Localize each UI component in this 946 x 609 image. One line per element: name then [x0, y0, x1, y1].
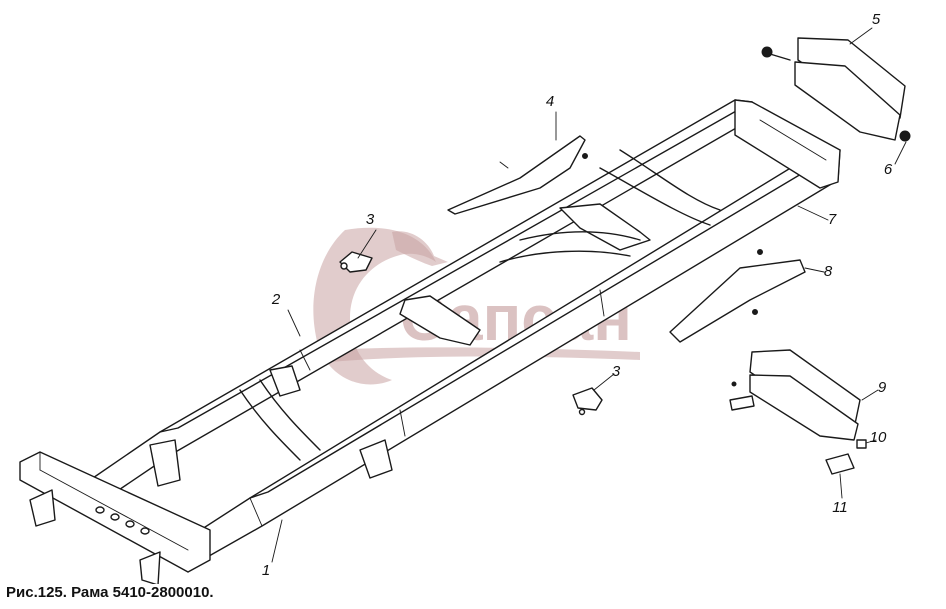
- part-9-bracket: [729, 349, 861, 441]
- callout-leader-3a: [357, 229, 377, 259]
- callout-number-10: 10: [870, 429, 887, 446]
- callout-number-1: 1: [262, 562, 270, 579]
- callout-number-3a: 3: [366, 211, 375, 228]
- frame-assembly: [19, 99, 841, 584]
- part-5-bracket: [761, 37, 906, 141]
- tow-hook: [29, 489, 56, 527]
- part-3-lower-bracket: [572, 387, 603, 416]
- callout-leader-10: [865, 439, 877, 444]
- callout-number-7: 7: [828, 211, 837, 228]
- callout-leader-3b: [593, 373, 615, 391]
- callout-leader-7: [797, 205, 829, 221]
- rear-cross-member: [734, 99, 841, 189]
- part-6-nut: [899, 130, 911, 142]
- callout-number-3b: 3: [612, 363, 621, 380]
- callout-leader-9: [861, 389, 879, 401]
- cross-member-mid-2: [399, 295, 481, 346]
- callouts: 1 2 3 3 4 5 6 7 8 9 10 11: [262, 11, 907, 579]
- part-4-gusset: [447, 135, 588, 215]
- spring-bracket: [269, 365, 301, 397]
- callout-leader-8: [804, 267, 825, 273]
- callout-leader-11: [839, 473, 843, 499]
- part-10-bolt: [856, 439, 867, 449]
- callout-number-4: 4: [546, 93, 554, 110]
- side-bracket: [149, 439, 181, 487]
- left-side-member: [184, 149, 841, 561]
- callout-leader-5: [849, 27, 873, 45]
- front-bracket: [359, 439, 393, 479]
- callout-number-2: 2: [271, 291, 281, 308]
- callout-number-8: 8: [824, 263, 833, 280]
- part-8-gusset: [669, 249, 806, 343]
- frame-diagram: Сапсан: [19, 11, 911, 584]
- callout-leader-1: [271, 519, 283, 563]
- callout-leader-6: [894, 141, 907, 165]
- callout-number-6: 6: [884, 161, 893, 178]
- watermark-falcon-head-icon: [392, 231, 448, 266]
- callout-leader-2: [287, 309, 301, 337]
- callout-number-9: 9: [878, 379, 887, 396]
- part-3-upper-bracket: [339, 251, 373, 273]
- part-11-plate: [825, 453, 855, 475]
- callout-number-11: 11: [832, 499, 848, 516]
- figure-caption: Рис.125. Рама 5410-2800010.: [6, 584, 214, 601]
- cross-member-mid-1: [559, 203, 651, 251]
- callout-number-5: 5: [872, 11, 881, 28]
